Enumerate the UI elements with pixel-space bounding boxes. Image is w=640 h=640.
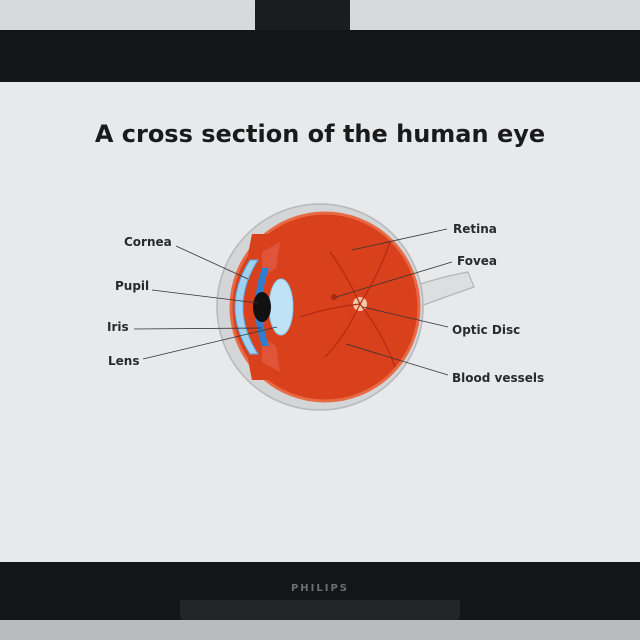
pupil bbox=[253, 292, 271, 322]
monitor-stand bbox=[180, 600, 460, 622]
cornea bbox=[234, 259, 259, 355]
blood-vessels-leader bbox=[345, 343, 449, 376]
lens bbox=[268, 278, 294, 336]
label-retina: Retina bbox=[453, 222, 497, 236]
floor bbox=[0, 620, 640, 640]
blood-vessels bbox=[299, 241, 396, 368]
label-blood-vessels: Blood vessels bbox=[452, 371, 545, 385]
cornea-leader bbox=[175, 245, 249, 280]
monitor-screen: A cross section of the human eye bbox=[0, 82, 640, 562]
monitor-mount bbox=[255, 0, 350, 30]
lens-leader bbox=[142, 326, 278, 360]
slide-title: A cross section of the human eye bbox=[94, 120, 546, 148]
label-lens: Lens bbox=[108, 354, 140, 368]
pupil-leader bbox=[151, 289, 259, 304]
label-pupil: Pupil bbox=[115, 279, 150, 293]
retina-leader bbox=[351, 228, 448, 251]
monitor-brand-logo: PHILIPS bbox=[290, 583, 350, 594]
label-fovea: Fovea bbox=[457, 254, 498, 268]
fovea-leader bbox=[335, 261, 453, 298]
label-optic-disc: Optic Disc bbox=[452, 323, 521, 337]
label-iris: Iris bbox=[107, 320, 129, 334]
eye-diagram bbox=[133, 203, 475, 411]
fovea bbox=[331, 294, 337, 300]
iris-leader bbox=[133, 327, 263, 330]
label-cornea: Cornea bbox=[124, 235, 172, 249]
optic-disc-leader bbox=[362, 306, 449, 328]
